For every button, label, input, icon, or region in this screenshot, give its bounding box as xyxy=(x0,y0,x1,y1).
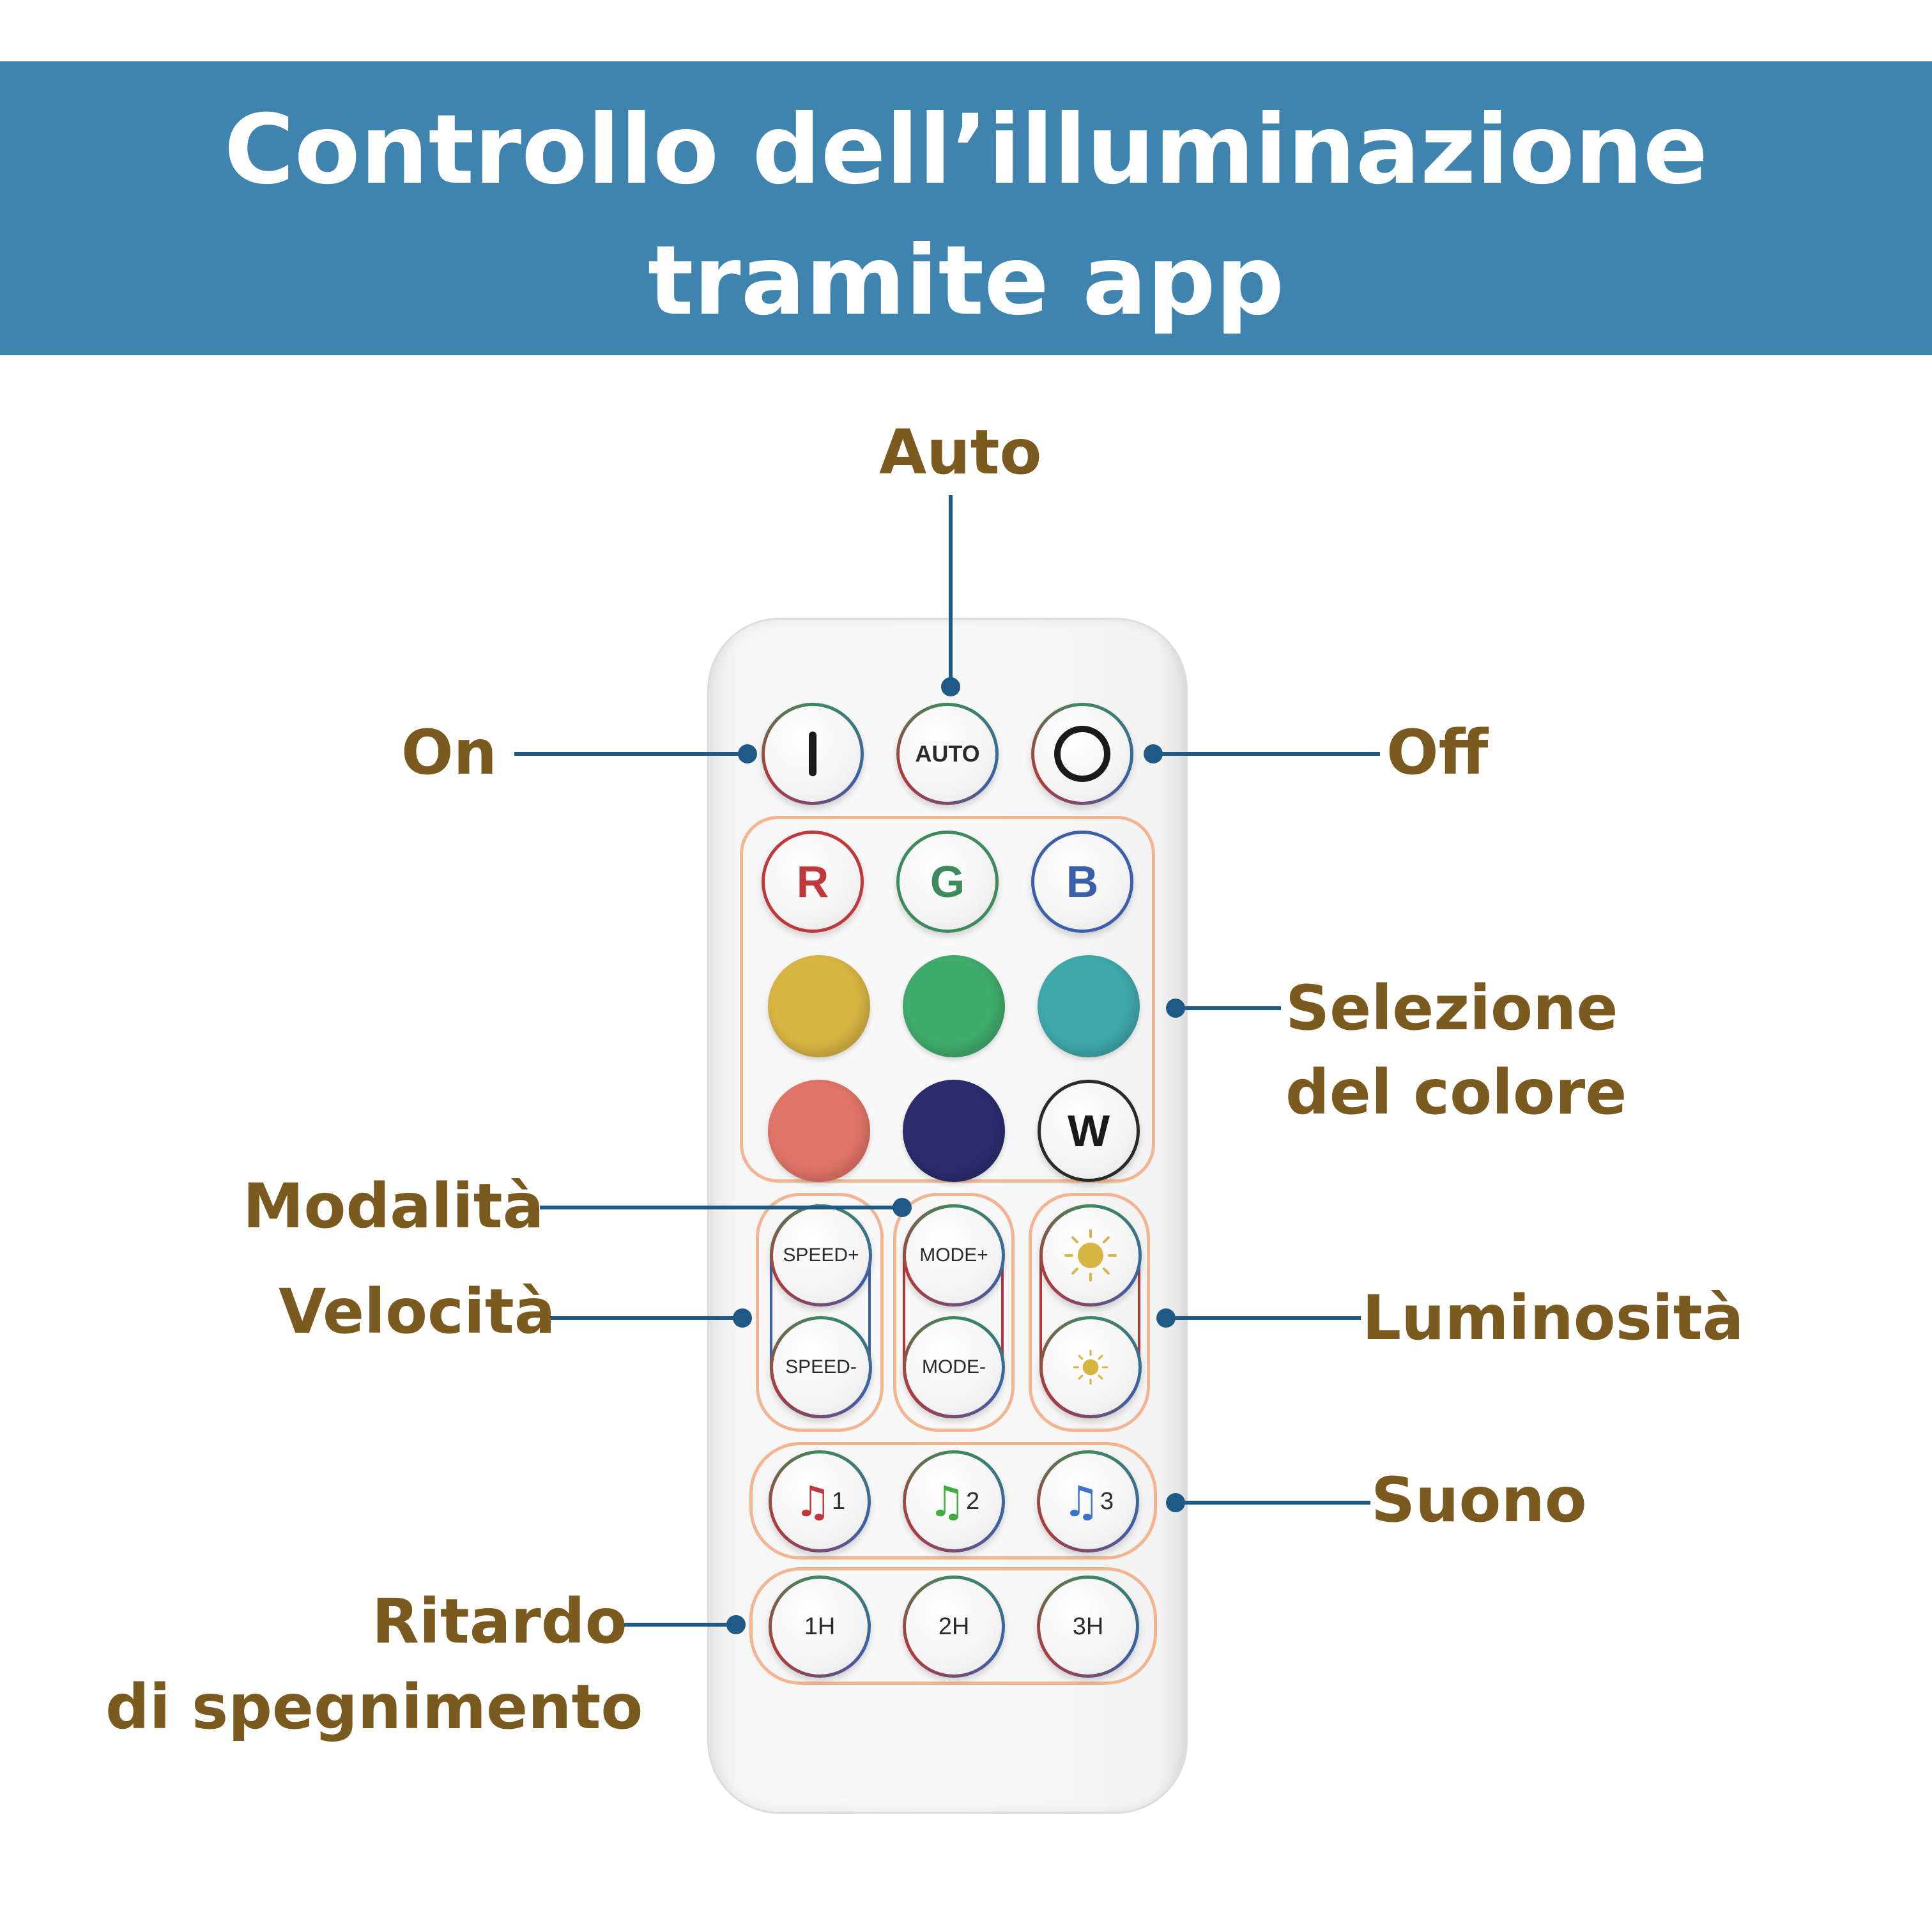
timer-2h-label: 2H xyxy=(938,1613,970,1640)
mode-plus-label: MODE+ xyxy=(919,1245,988,1266)
off-leader-dot xyxy=(1144,744,1163,763)
brightness-pill xyxy=(1039,1204,1140,1418)
auto-label: Auto xyxy=(879,417,1042,488)
teal-color-button[interactable] xyxy=(1038,955,1140,1057)
speed-minus-button[interactable]: SPEED- xyxy=(770,1316,872,1418)
blue-button-label: B xyxy=(1066,857,1099,907)
green-button[interactable]: G xyxy=(896,831,999,933)
brightness-group-outline xyxy=(1029,1193,1150,1432)
white-button-label: W xyxy=(1067,1106,1110,1156)
power-off-icon xyxy=(1054,726,1110,782)
page-title-line2: tramite app xyxy=(647,226,1285,337)
music-2-button[interactable]: ♫ 2 xyxy=(903,1450,1005,1552)
auto-button-label: AUTO xyxy=(915,740,980,767)
off-button[interactable] xyxy=(1031,703,1133,805)
brightness-label: Luminosità xyxy=(1362,1282,1744,1354)
auto-button[interactable]: AUTO xyxy=(896,703,999,805)
brightness-up-button[interactable] xyxy=(1039,1204,1142,1307)
delay-leader-dot xyxy=(726,1615,746,1634)
off-label: Off xyxy=(1386,717,1489,788)
color-leader-dot xyxy=(1166,999,1185,1018)
page-title-line1: Controllo dell’illuminazione xyxy=(224,95,1708,206)
auto-leader-dot xyxy=(941,677,960,696)
color-selection-label-line1: Selezione xyxy=(1285,972,1618,1044)
yellow-color-button[interactable] xyxy=(768,955,870,1057)
sound-label: Suono xyxy=(1371,1464,1587,1536)
navy-color-button[interactable] xyxy=(903,1080,1005,1182)
blue-button[interactable]: B xyxy=(1031,831,1133,933)
music-note-blue-icon: ♫ xyxy=(1062,1476,1101,1526)
power-on-icon xyxy=(809,732,816,776)
mode-pill xyxy=(903,1204,1004,1418)
white-button[interactable]: W xyxy=(1038,1080,1140,1182)
mode-plus-button[interactable]: MODE+ xyxy=(903,1204,1005,1307)
brightness-down-button[interactable] xyxy=(1039,1316,1142,1418)
speed-group-outline xyxy=(756,1193,884,1432)
music-2-label: 2 xyxy=(966,1487,980,1515)
on-label: On xyxy=(401,717,497,788)
speed-minus-label: SPEED- xyxy=(785,1356,857,1377)
green-button-label: G xyxy=(930,857,965,907)
sun-large-icon xyxy=(1064,1229,1117,1282)
speed-plus-button[interactable]: SPEED+ xyxy=(770,1204,872,1307)
timer-group-outline xyxy=(749,1567,1157,1685)
timer-1h-label: 1H xyxy=(804,1613,836,1640)
red-button[interactable]: R xyxy=(762,831,864,933)
timer-3h-label: 3H xyxy=(1072,1613,1104,1640)
speed-label: Velocità xyxy=(279,1276,556,1347)
music-1-button[interactable]: ♫ 1 xyxy=(769,1450,871,1552)
music-note-green-icon: ♫ xyxy=(928,1476,967,1526)
timer-1h-button[interactable]: 1H xyxy=(769,1575,871,1678)
delay-label-line1: Ritardo xyxy=(372,1586,627,1657)
sound-leader-dot xyxy=(1166,1493,1185,1512)
timer-2h-button[interactable]: 2H xyxy=(903,1575,1005,1678)
sound-group-outline xyxy=(749,1442,1157,1560)
mode-label: Modalità xyxy=(243,1170,544,1242)
speed-plus-label: SPEED+ xyxy=(783,1245,859,1266)
red-button-label: R xyxy=(796,857,829,907)
delay-label-line2: di spegnimento xyxy=(105,1671,643,1743)
music-3-label: 3 xyxy=(1100,1487,1114,1515)
mode-minus-button[interactable]: MODE- xyxy=(903,1316,1005,1418)
color-selection-label-line2: del colore xyxy=(1285,1057,1627,1128)
timer-3h-button[interactable]: 3H xyxy=(1037,1575,1139,1678)
sun-small-icon xyxy=(1073,1349,1108,1385)
on-button[interactable] xyxy=(762,703,864,805)
brightness-leader-dot xyxy=(1156,1308,1176,1328)
speed-leader-dot xyxy=(733,1308,752,1328)
salmon-color-button[interactable] xyxy=(768,1080,870,1182)
remote-control: AUTO R G B W SPEED+ SPEED- MODE+ MODE- xyxy=(709,620,1186,1812)
mode-leader-dot xyxy=(893,1198,912,1217)
on-leader-dot xyxy=(738,744,757,763)
mode-group-outline xyxy=(893,1193,1015,1432)
header-banner xyxy=(0,61,1932,355)
mode-minus-label: MODE- xyxy=(922,1356,986,1377)
music-3-button[interactable]: ♫ 3 xyxy=(1037,1450,1139,1552)
lightgreen-color-button[interactable] xyxy=(903,955,1005,1057)
music-note-red-icon: ♫ xyxy=(793,1476,832,1526)
music-1-label: 1 xyxy=(832,1487,846,1515)
